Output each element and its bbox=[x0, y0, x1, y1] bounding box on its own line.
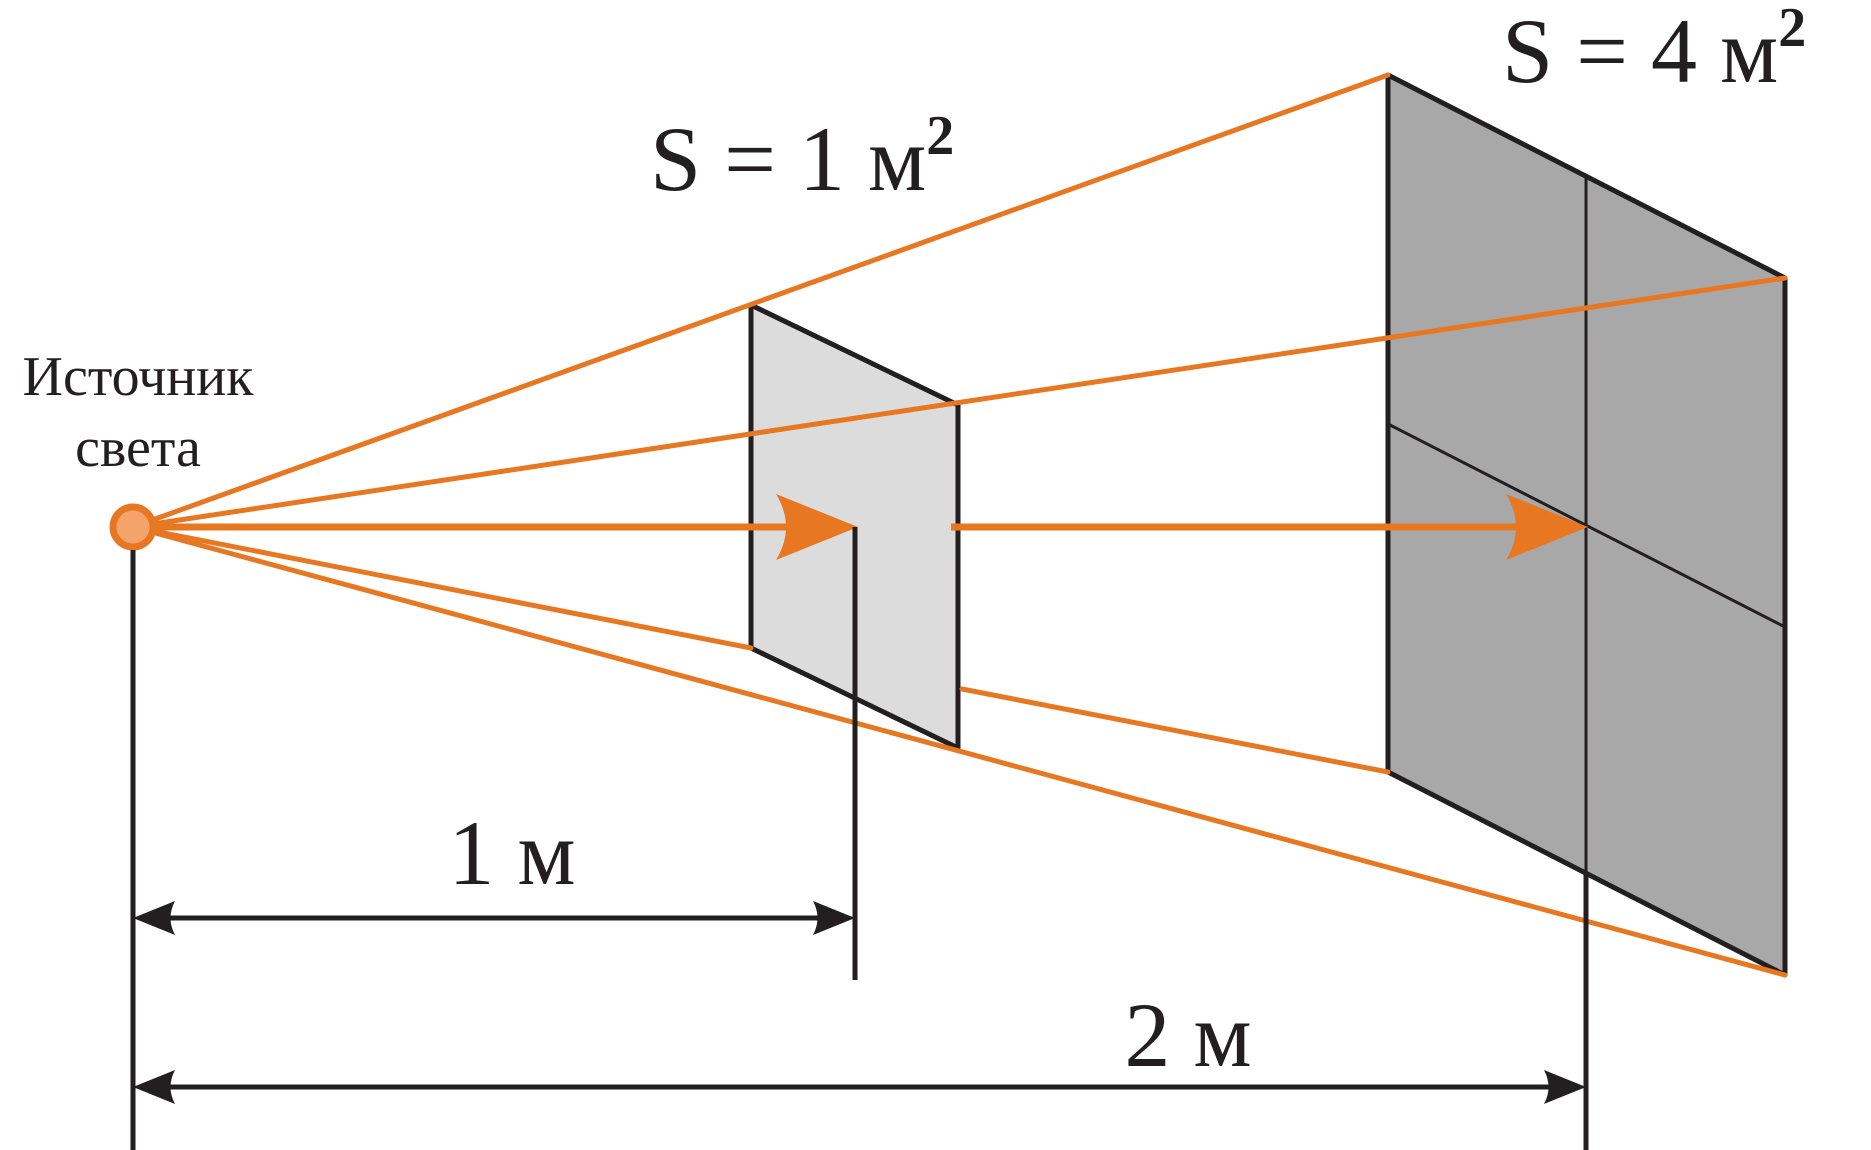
panel-small-area-text: S = 1 м bbox=[650, 108, 926, 210]
source-label-line1: Источник bbox=[23, 346, 255, 408]
dim-near-right-arrow-icon bbox=[813, 901, 855, 935]
ray-bottom-outer bbox=[130, 524, 1788, 978]
dim-far-right-arrow-icon bbox=[1544, 1070, 1586, 1104]
dim-far-left-arrow-icon bbox=[133, 1070, 175, 1104]
dim-near-left-arrow-icon bbox=[133, 901, 175, 935]
panel-small-area-label: S = 1 м2 bbox=[650, 105, 954, 210]
axis-arrowhead-2-icon bbox=[1506, 494, 1588, 560]
light-rays bbox=[130, 72, 1788, 978]
panel-small-area-exponent: 2 bbox=[926, 105, 954, 167]
dimension-arrowheads bbox=[133, 901, 1586, 1104]
panel-large-area-exponent: 2 bbox=[1778, 0, 1806, 59]
light-source bbox=[109, 503, 157, 551]
distance-far-label: 2 м bbox=[1124, 984, 1251, 1086]
light-source-dot-icon bbox=[109, 503, 157, 551]
panel-large-area-label: S = 4 м2 bbox=[1502, 0, 1806, 102]
panel-large-area-text: S = 4 м bbox=[1502, 0, 1778, 102]
ray-bottom-inner-a bbox=[130, 524, 754, 651]
source-label-line2: света bbox=[75, 417, 201, 479]
ray-top-inner bbox=[130, 275, 1788, 530]
ray-bottom-inner-b bbox=[959, 686, 1391, 775]
axis-arrowhead-1-icon bbox=[776, 494, 858, 560]
ray-top-outer bbox=[130, 72, 1391, 530]
central-axis bbox=[140, 494, 1588, 560]
distance-near-label: 1 м bbox=[448, 802, 575, 904]
dimensions bbox=[130, 527, 1589, 1150]
large-panel-horizontal-divider bbox=[1387, 422, 1786, 629]
